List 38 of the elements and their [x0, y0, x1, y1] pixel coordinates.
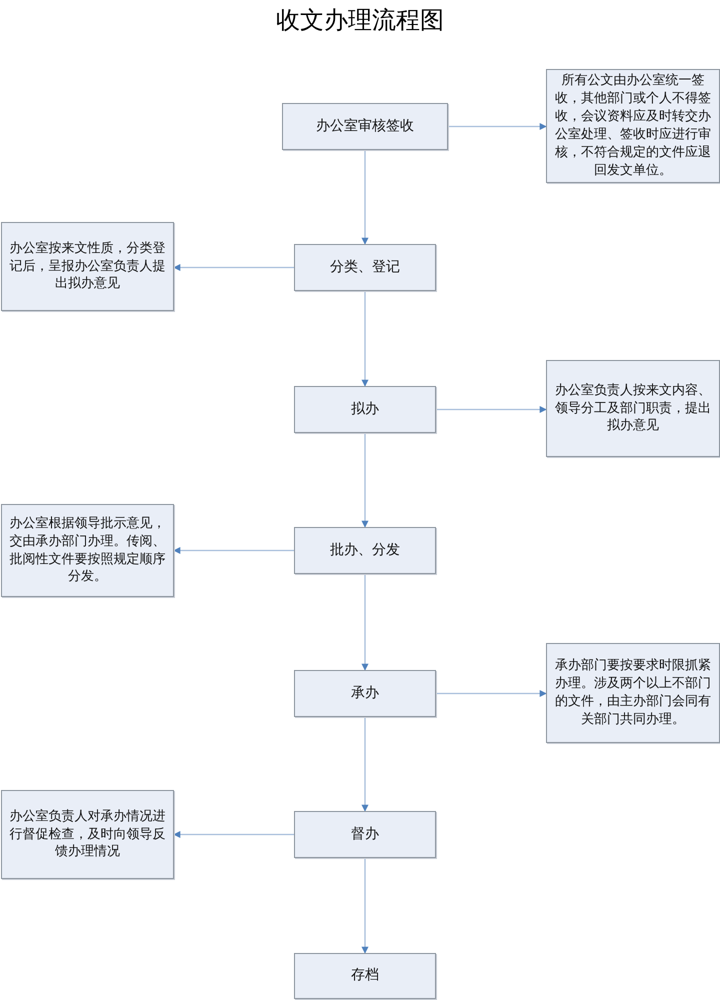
process-box [294, 811, 436, 858]
arrow [173, 264, 294, 271]
process-box [282, 103, 448, 150]
note-text: 办公室按来文性质，分类登记后，呈报办公室负责人提出拟办意见 [8, 240, 166, 294]
note-box [1, 504, 174, 597]
process-box [294, 386, 436, 433]
arrow [436, 690, 547, 697]
diagram-title: 收文办理流程图 [275, 5, 445, 36]
note-text: 所有公文由办公室统一签收，其他部门或个人不得签收，会议资料应及时转交办公室处理、签收时应进行审核，不符合规定的文件应退回发文单位。 [554, 72, 712, 180]
step-label: 分类、登记 [330, 258, 400, 277]
step-label: 办公室审核签收 [316, 116, 414, 136]
note-box [546, 360, 720, 457]
arrow [362, 433, 368, 528]
arrow [173, 547, 294, 554]
step-label: 存档 [351, 966, 379, 986]
arrow [362, 717, 368, 812]
arrow [362, 150, 368, 245]
process-box [294, 244, 436, 291]
step-label: 批办、分发 [330, 540, 400, 560]
note-box [546, 643, 720, 743]
step-label: 承办 [351, 684, 379, 703]
arrow [173, 831, 294, 838]
note-text: 办公室根据领导批示意见，交由承办部门办理。传阅、批阅性文件要按照规定顺序分发。 [8, 514, 166, 586]
step-label: 拟办 [351, 400, 379, 419]
arrow [362, 858, 368, 954]
arrow [436, 406, 547, 413]
note-text: 办公室负责人按来文内容、领导分工及部门职责，提出拟办意见 [554, 382, 712, 436]
arrow [362, 291, 368, 387]
step-label: 督办 [351, 824, 379, 844]
note-text: 办公室负责人对承办情况进行督促检查，及时向领导反馈办理情况 [8, 808, 166, 862]
process-box [294, 953, 436, 999]
note-box [1, 790, 174, 879]
note-text: 承办部门要按要求时限抓紧办理。涉及两个以上不部门的文件，由主办部门会同有关部门共同办理。 [554, 657, 712, 729]
process-box [294, 527, 436, 574]
arrow [448, 123, 547, 130]
note-box [1, 222, 174, 311]
arrow [362, 574, 368, 671]
process-box [294, 670, 436, 717]
